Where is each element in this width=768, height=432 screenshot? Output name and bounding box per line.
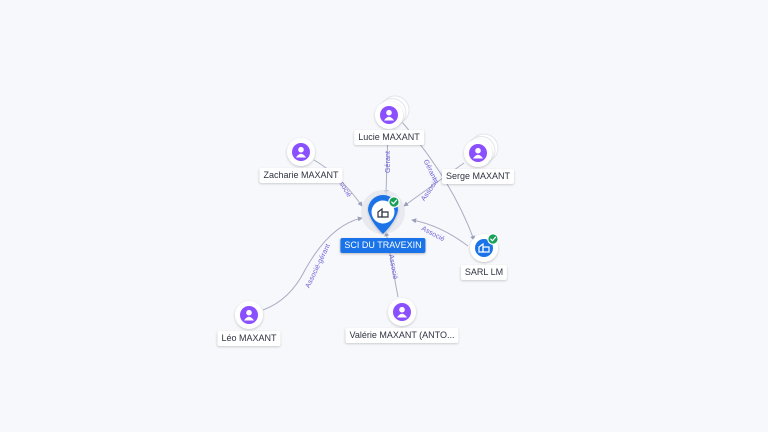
node-label-valerie[interactable]: Valérie MAXANT (ANTO... <box>345 328 459 343</box>
building-icon <box>377 207 389 218</box>
edge-leo-sci: Associé-gérant <box>262 216 363 311</box>
edge-label: Gérant <box>385 151 392 173</box>
edge-line <box>411 218 469 247</box>
person-icon <box>380 106 398 124</box>
verified-check-icon <box>388 196 400 208</box>
node-sci[interactable] <box>361 190 405 234</box>
node-sarl[interactable] <box>470 233 499 262</box>
edge-line <box>262 216 363 311</box>
person-icon <box>292 143 310 161</box>
edge-label: Associé <box>387 254 398 280</box>
node-label-leo[interactable]: Léo MAXANT <box>217 331 281 346</box>
person-icon <box>240 306 258 324</box>
node-label-sci[interactable]: SCI DU TRAVEXIN <box>340 238 426 253</box>
edge-zacharie-sci: Associé <box>313 159 363 207</box>
node-valerie[interactable] <box>388 298 416 326</box>
person-icon <box>393 303 411 321</box>
node-zacharie[interactable] <box>287 138 315 166</box>
node-serge[interactable] <box>464 133 499 167</box>
node-label-lucie[interactable]: Lucie MAXANT <box>354 130 424 145</box>
node-label-sarl[interactable]: SARL LM <box>460 265 508 280</box>
building-icon <box>475 239 493 257</box>
verified-check-icon <box>487 233 499 245</box>
nodes-layer <box>235 95 499 329</box>
person-icon <box>469 144 487 162</box>
edge-label: Gérant <box>422 159 438 182</box>
edge-line <box>403 162 465 207</box>
node-label-zacharie[interactable]: Zacharie MAXANT <box>259 168 343 183</box>
edge-label: Associé <box>420 178 440 203</box>
node-leo[interactable] <box>235 301 263 329</box>
node-label-serge[interactable]: Serge MAXANT <box>441 169 515 184</box>
node-lucie[interactable] <box>375 95 410 129</box>
